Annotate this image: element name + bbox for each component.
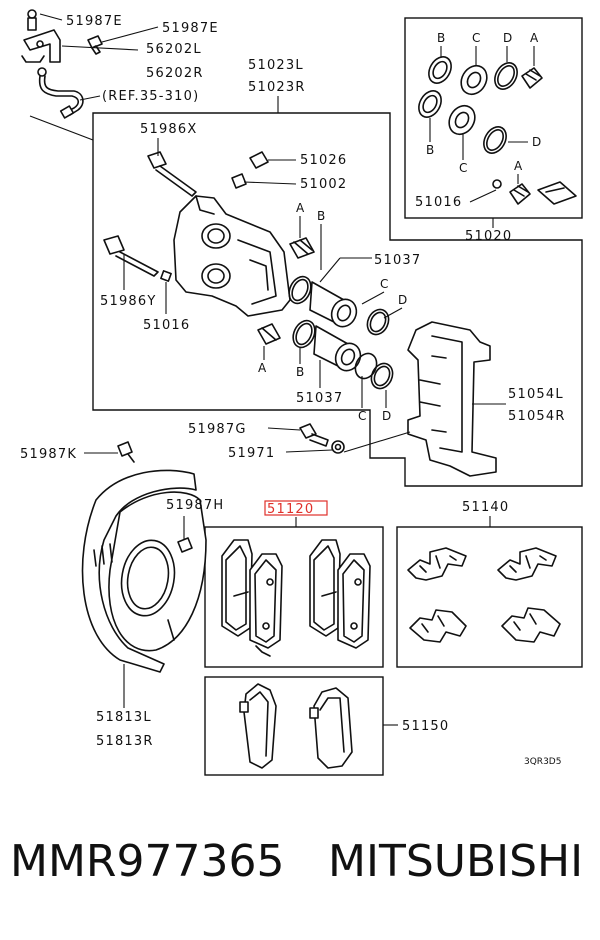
caption-bar: MMR977365 MITSUBISHI [0, 836, 600, 906]
caliper-support-bracket-icon [407, 321, 497, 477]
callout-51037-bot: 51037 [296, 391, 343, 406]
callout-51054R: 51054R [508, 409, 566, 424]
letter-D-upper: D [398, 293, 408, 307]
bracket-bolt-icon [299, 423, 345, 454]
seal-letter-C-bot: C [459, 161, 468, 175]
seal-letter-D-bot: D [532, 135, 542, 149]
callout-51120: 51120 [267, 502, 314, 517]
callout-51987H: 51987H [166, 498, 224, 513]
highlighted-part-box [264, 500, 328, 516]
callout-51813R: 51813R [96, 734, 154, 749]
callout-51023L: 51023L [248, 58, 304, 73]
seal-letter-D-top: D [503, 31, 513, 45]
clip-kit-frame [396, 526, 583, 668]
brake-pads-icon [221, 539, 371, 657]
letter-A-upper: A [296, 201, 305, 215]
brand-name: MITSUBISHI [328, 836, 584, 887]
dust-boot-icon [257, 237, 315, 345]
callout-51016: 51016 [143, 318, 190, 333]
callout-56202R: 56202R [146, 66, 204, 81]
letter-D-lower: D [382, 409, 392, 423]
union-bolt-icon [87, 35, 103, 55]
callout-51023R: 51023R [248, 80, 306, 95]
seal-kit-parts-icon [418, 56, 577, 205]
callout-51986Y: 51986Y [100, 294, 157, 309]
shim-kit-frame [204, 676, 384, 776]
callout-51813L: 51813L [96, 710, 152, 725]
pad-clips-icon [407, 547, 561, 643]
caliper-pistons-icon [288, 275, 394, 390]
callout-51026: 51026 [300, 153, 347, 168]
callout-51037-top: 51037 [374, 253, 421, 268]
seal-letter-C-top: C [472, 31, 481, 45]
letter-C-upper: C [380, 277, 389, 291]
letter-A-lower: A [258, 361, 267, 375]
callout-51987K: 51987K [20, 447, 77, 462]
callout-51016-kit: 51016 [415, 195, 462, 210]
shield-screw-icon [177, 537, 193, 553]
guide-pin-bolt-lower-icon [103, 235, 172, 282]
callout-ref: (REF.35-310) [102, 89, 199, 104]
brake-hose-icon [21, 9, 84, 119]
seal-letter-B-bot: B [426, 143, 435, 157]
dust-shield-bolt-icon [117, 441, 135, 463]
letter-C-lower: C [358, 409, 367, 423]
pad-shims-icon [239, 683, 353, 769]
callout-51987E-a: 51987E [66, 14, 123, 29]
caliper-body-icon [173, 195, 291, 317]
callout-51002: 51002 [300, 177, 347, 192]
callout-51054L: 51054L [508, 387, 564, 402]
letter-B-lower: B [296, 365, 305, 379]
callout-56202L: 56202L [146, 42, 202, 57]
seal-letter-A-bot: A [514, 159, 523, 173]
diagram-code: 3QR3D5 [524, 757, 561, 767]
callout-51971: 51971 [228, 446, 275, 461]
guide-pin-bolt-upper-icon [147, 151, 197, 197]
callout-51150: 51150 [402, 719, 449, 734]
dust-shield-icon [81, 469, 207, 673]
caliper-assembly-frame [92, 112, 583, 487]
seal-letter-B-top: B [437, 31, 446, 45]
callout-51986X: 51986X [140, 122, 197, 137]
callout-51987G: 51987G [188, 422, 247, 437]
bleeder-screw-icon [231, 151, 269, 189]
callout-51020: 51020 [465, 229, 512, 244]
pad-set-frame [204, 526, 384, 668]
part-number: MMR977365 [10, 836, 285, 887]
letter-B-upper: B [317, 209, 326, 223]
callout-51140: 51140 [462, 500, 509, 515]
seal-letter-A-top: A [530, 31, 539, 45]
callout-51987E-b: 51987E [162, 21, 219, 36]
